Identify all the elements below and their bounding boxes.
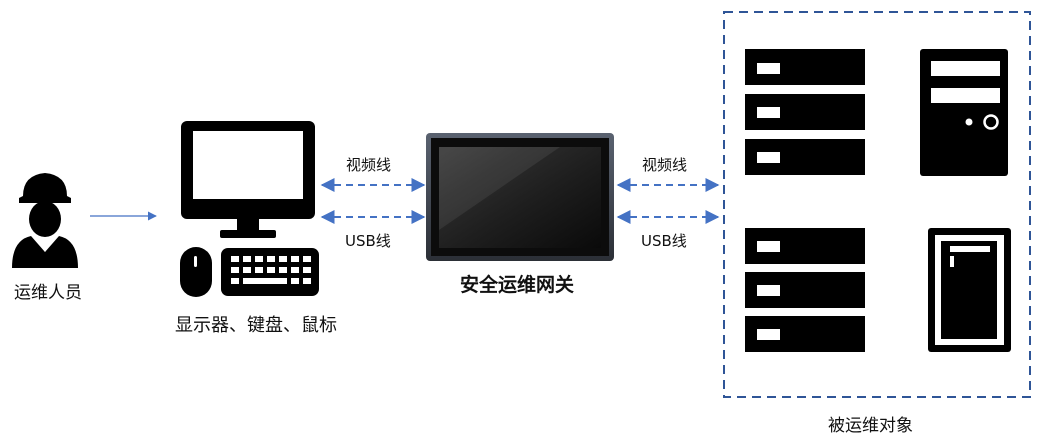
rack-server-icon	[745, 228, 865, 352]
workstation-label: 显示器、键盘、鼠标	[175, 315, 337, 336]
right-video-label: 视频线	[642, 156, 688, 174]
targets-label: 被运维对象	[828, 416, 913, 436]
tower-pc-icon	[920, 49, 1008, 176]
rack-server-icon	[745, 49, 865, 175]
mouse-icon	[180, 247, 212, 297]
left-usb-label: USB线	[345, 232, 391, 250]
gateway-device-icon	[426, 133, 614, 261]
monitor-icon	[181, 121, 315, 238]
gateway-label: 安全运维网关	[460, 274, 575, 296]
targets-frame	[723, 11, 1031, 398]
server-cabinet-icon	[928, 228, 1011, 352]
operator-label: 运维人员	[14, 283, 82, 303]
left-video-label: 视频线	[346, 156, 392, 174]
keyboard-icon	[221, 248, 319, 296]
right-usb-label: USB线	[641, 232, 687, 250]
operator-icon	[12, 173, 78, 268]
